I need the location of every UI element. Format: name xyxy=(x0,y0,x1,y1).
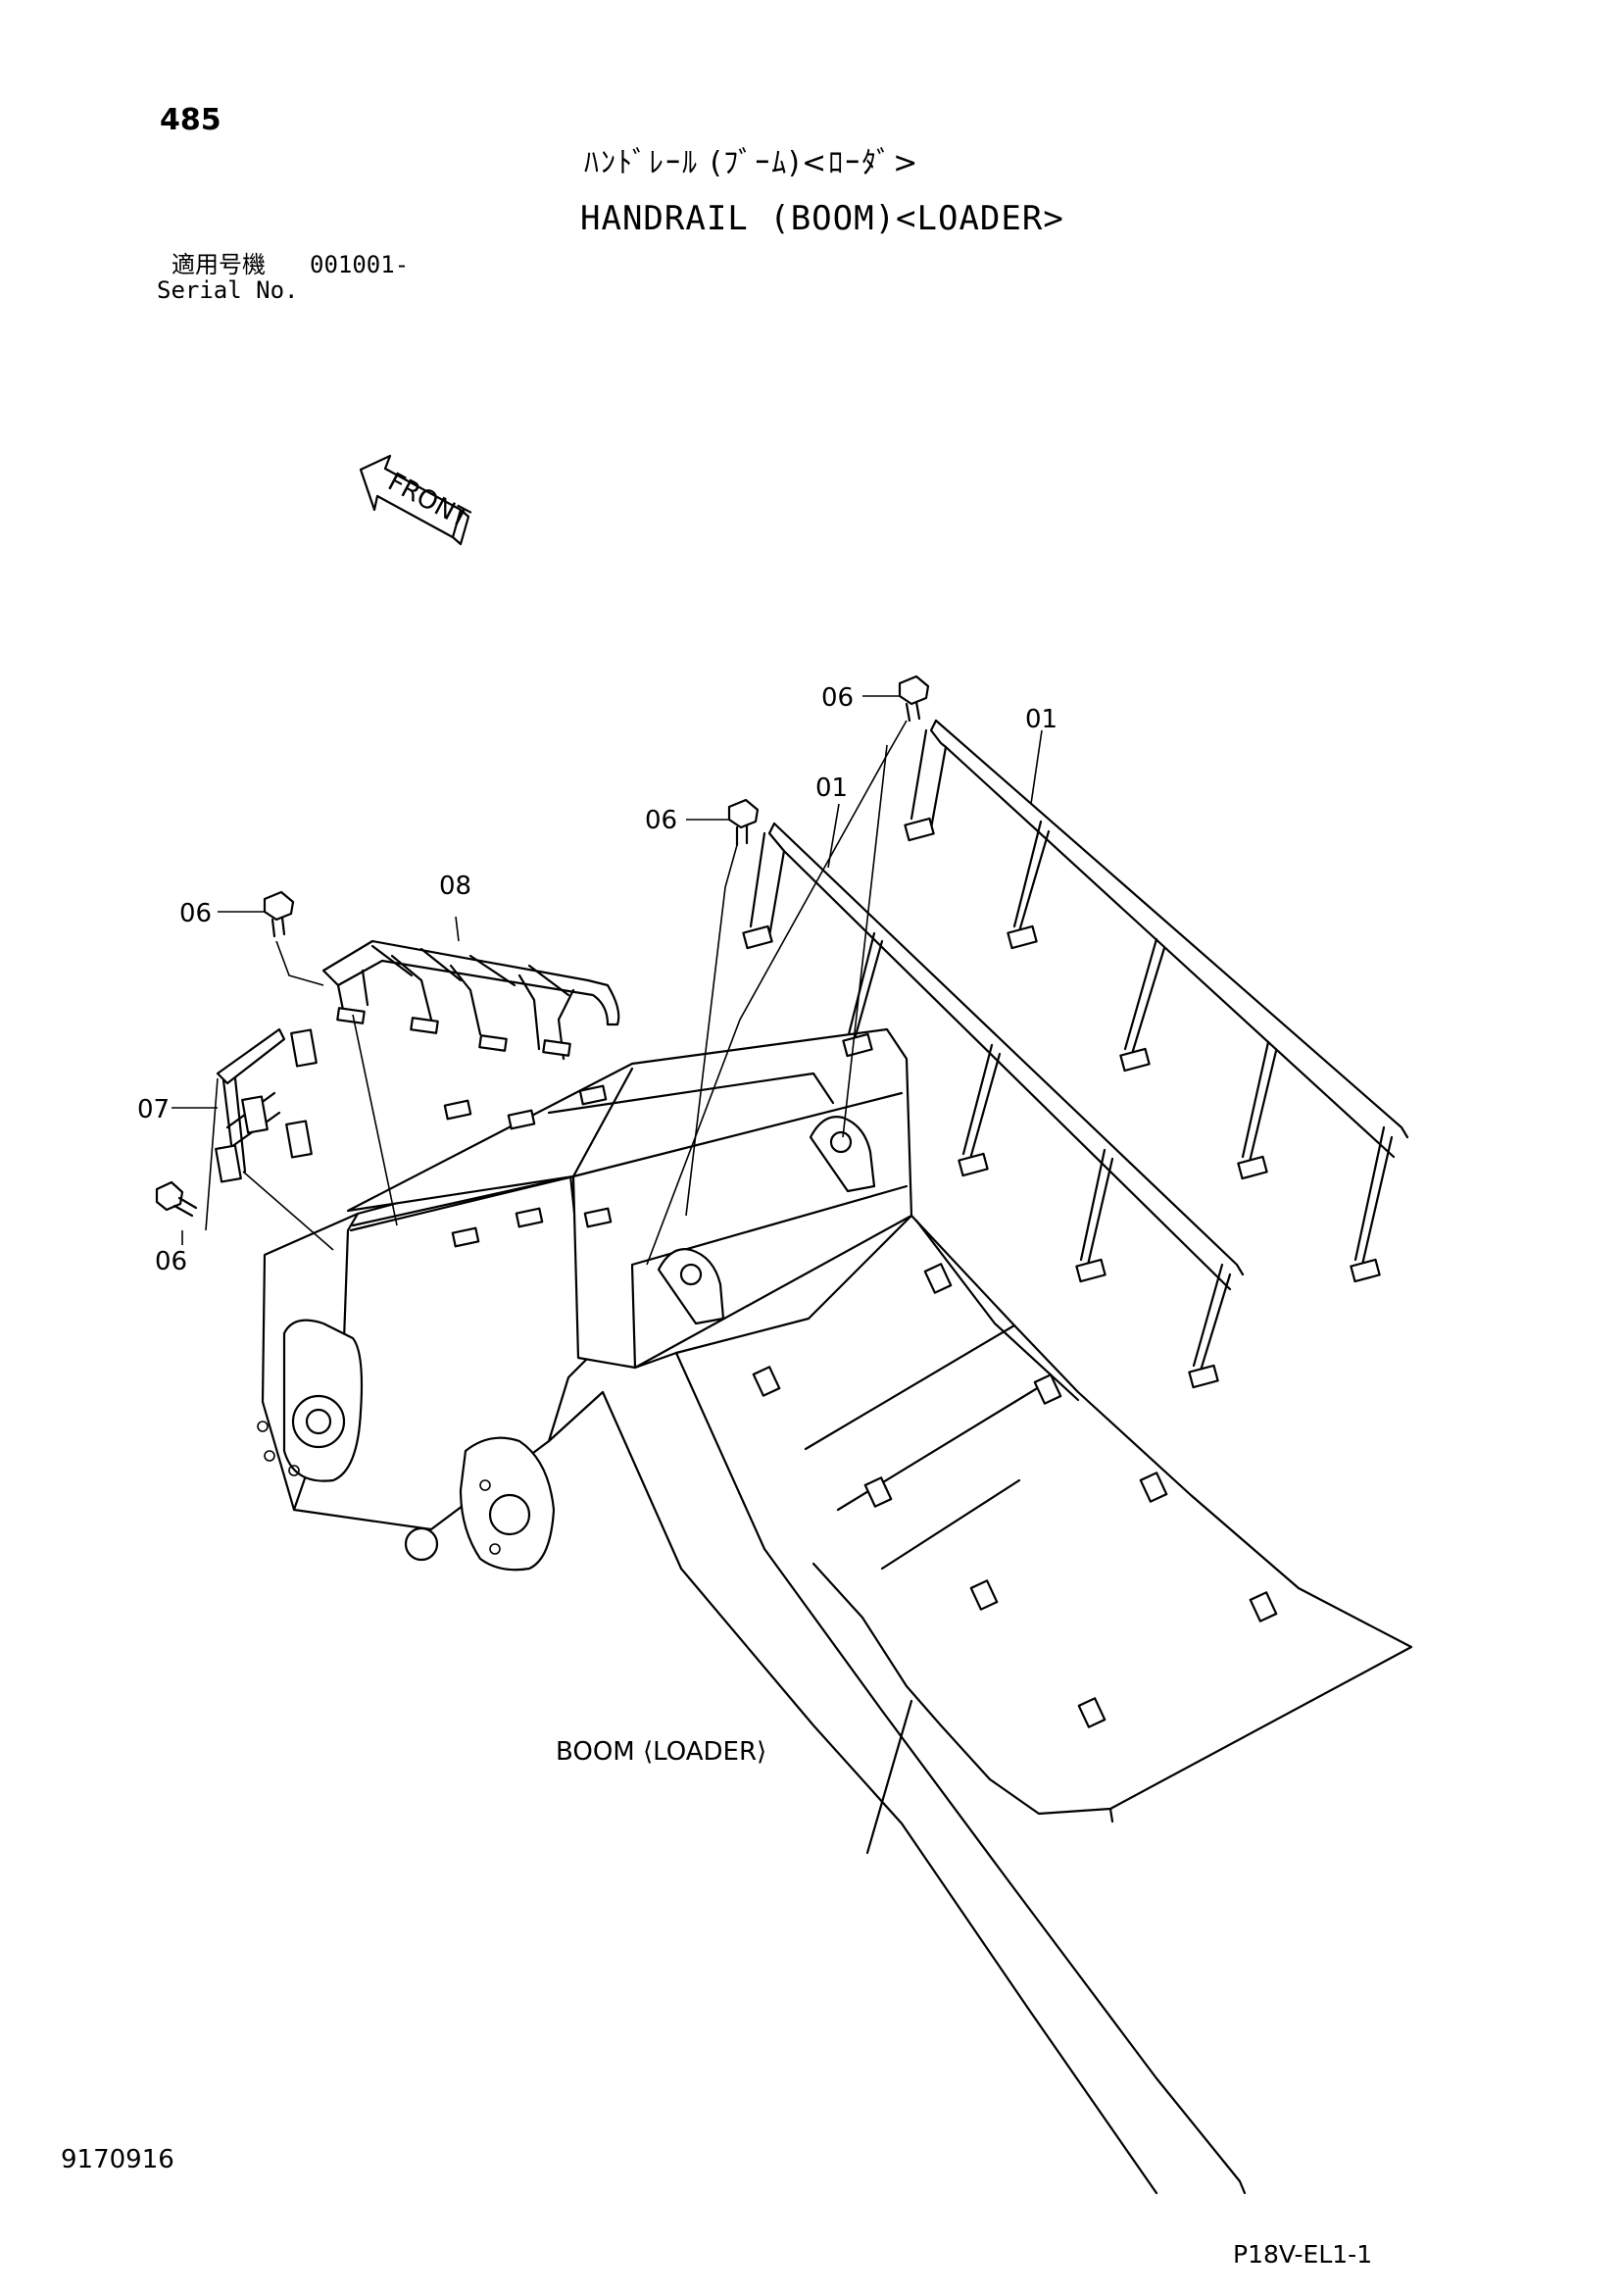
leader-lines xyxy=(172,695,1043,1266)
step-07 xyxy=(215,1027,318,1183)
document-number: 9170916 xyxy=(61,2145,174,2174)
handrail-01-upper xyxy=(904,719,1409,1283)
page-code: P18V-EL1-1 xyxy=(1233,2240,1373,2269)
bolt-icon xyxy=(155,1180,198,1218)
serial-value: 001001- xyxy=(310,251,410,278)
callout-bolt-06-left: 06 xyxy=(179,899,212,928)
bolt-icon xyxy=(898,674,930,723)
front-arrow-icon: FRONT xyxy=(359,454,473,546)
callout-bolt-06-top: 06 xyxy=(821,683,854,713)
callout-step-07: 07 xyxy=(137,1095,170,1124)
callout-handrail-01-upper: 01 xyxy=(1025,705,1057,734)
title-japanese: ﾊﾝﾄﾞﾚｰﾙ (ﾌﾞｰﾑ)<ﾛｰﾀﾞ> xyxy=(584,146,920,180)
boom-body xyxy=(257,1027,1413,2195)
page-number: 485 xyxy=(160,103,221,137)
callout-handrail-01-lower: 01 xyxy=(815,774,848,803)
page-title: HANDRAIL (BOOM)<LOADER> xyxy=(580,199,1064,238)
callout-step-08: 08 xyxy=(439,872,471,901)
boom-label: BOOM ⟨LOADER⟩ xyxy=(556,1737,766,1767)
callout-bolt-06-mid: 06 xyxy=(645,806,677,835)
bolt-icon xyxy=(727,798,760,847)
serial-label-japanese: 適用号機 xyxy=(172,251,266,278)
step-08 xyxy=(321,939,620,1061)
serial-label: Serial No. xyxy=(157,276,299,304)
bolt-icon xyxy=(263,890,295,938)
callout-bolt-06-bottom: 06 xyxy=(155,1247,187,1276)
handrail-01-lower xyxy=(742,822,1245,1389)
mount-pads xyxy=(443,1084,1278,1728)
